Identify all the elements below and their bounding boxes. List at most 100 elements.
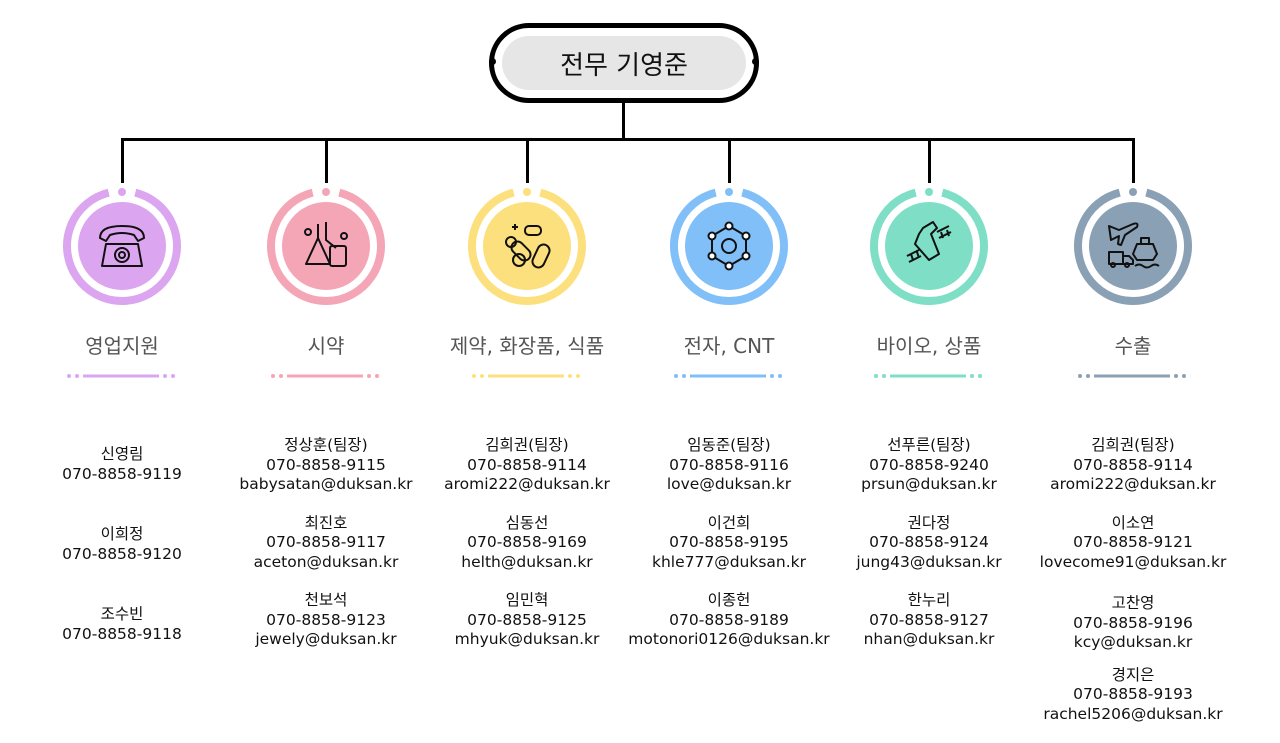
badge-fill [685,202,773,290]
dna-flask-icon [906,221,952,263]
department-name: 전자, CNT [683,334,775,358]
contact-phone[interactable]: 070-8858-9118 [62,624,182,643]
head-box: 전무 기영준 [489,23,759,103]
contact-name: 조수빈 [100,605,144,623]
contact-email[interactable]: aceton@duksan.kr [253,552,399,571]
contact-email[interactable]: love@duksan.kr [666,475,792,493]
contact-email[interactable]: mhyuk@duksan.kr [454,630,600,648]
contact-phone[interactable]: 070-8858-9120 [62,544,182,563]
contact-phone[interactable]: 070-8858-9114 [467,455,587,474]
contact-phone[interactable]: 070-8858-9195 [669,533,789,551]
badge-fill [483,202,571,290]
badge-fill [282,202,370,290]
contact-phone[interactable]: 070-8858-9189 [669,610,789,629]
department-name: 시약 [307,334,345,358]
ring-arc [1074,188,1192,305]
contact-phone[interactable]: 070-8858-9124 [869,533,989,551]
contact-email[interactable]: kcy@duksan.kr [1073,633,1193,651]
badge-fill [885,202,973,290]
badge-fill [1089,202,1177,290]
contact-email[interactable]: khle777@duksan.kr [651,552,807,571]
trunk-line [622,103,625,140]
contact-phone[interactable]: 070-8858-9116 [669,455,789,474]
contact-email[interactable]: lovecome91@duksan.kr [1039,552,1227,571]
contact-email[interactable]: rachel5206@duksan.kr [1043,704,1223,723]
telephone-icon [99,225,145,267]
contact-email[interactable]: jewely@duksan.kr [255,630,397,648]
contact-name: 최진호 [304,513,348,532]
connector-dot [725,188,733,196]
contact-email[interactable]: helth@duksan.kr [461,552,593,571]
ring-arc [63,188,181,305]
flask-icon [304,222,348,267]
head-title: 전무 기영준 [502,36,746,90]
contact-phone[interactable]: 070-8858-9240 [869,455,989,474]
contact-phone[interactable]: 070-8858-9127 [869,610,989,629]
contact-card: 조수빈 070-8858-9118 [2,605,242,644]
contact-name: 정상훈(팀장) [284,436,368,454]
contact-email[interactable]: aromi222@duksan.kr [1050,475,1216,493]
department-icon-badge [63,188,181,305]
department-name: 제약, 화장품, 식품 [449,334,605,358]
department-icon-badge [468,188,586,305]
contact-email[interactable]: nhan@duksan.kr [863,630,995,648]
ring-arc [468,188,586,305]
connector-dot [118,188,126,196]
contact-phone[interactable]: 070-8858-9123 [266,610,386,629]
department-column: 영업지원 신영림 070-8858-9119 이희정 070-8858-9120… [2,182,242,685]
contact-phone[interactable]: 070-8858-9121 [1073,533,1193,551]
connector-dot [752,58,759,65]
separator [271,374,379,378]
contact-email[interactable]: jung43@duksan.kr [856,552,1002,571]
contact-phone[interactable]: 070-8858-9119 [62,464,182,483]
department-icon-badge [1074,188,1192,305]
contact-name: 김희권(팀장) [485,436,569,454]
contact-list: 신영림 070-8858-9119 이희정 070-8858-9120 조수빈 … [2,445,242,644]
contact-phone[interactable]: 070-8858-9115 [266,455,386,474]
badge-fill [78,202,166,290]
contact-phone[interactable]: 070-8858-9117 [266,533,386,551]
department-name: 수출 [1114,334,1152,358]
contact-name: 심동선 [505,513,549,532]
contact-phone[interactable]: 070-8858-9125 [467,610,587,629]
contact-email[interactable]: motonori0126@duksan.kr [628,630,830,648]
contact-name: 권다정 [907,513,951,532]
contact-name: 이종헌 [707,591,751,609]
contact-phone[interactable]: 070-8858-9114 [1073,455,1193,474]
department-icon-badge [870,188,988,305]
ring-arc [267,188,385,305]
separator [674,374,782,378]
contact-name: 한누리 [907,591,951,609]
contact-email[interactable]: prsun@duksan.kr [861,475,997,493]
contact-name: 이건희 [707,513,751,532]
export-transport-icon [1108,222,1160,269]
contact-name: 이소연 [1111,513,1155,532]
contact-phone[interactable]: 070-8858-9193 [1073,685,1193,703]
contact-card: 신영림 070-8858-9119 [2,445,242,484]
contact-email[interactable]: babysatan@duksan.kr [239,475,413,493]
contact-phone[interactable]: 070-8858-9169 [467,533,587,551]
contact-email[interactable]: aromi222@duksan.kr [444,475,610,493]
contact-phone[interactable]: 070-8858-9196 [1073,613,1193,632]
branch-drop-line [728,139,731,183]
contact-name: 김희권(팀장) [1091,436,1175,454]
contact-name: 이희정 [100,525,144,543]
connector-dot [489,58,496,65]
